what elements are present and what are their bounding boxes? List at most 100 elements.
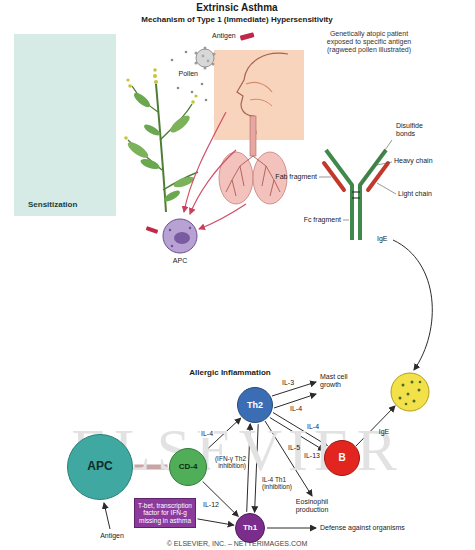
part-label: Light chain <box>398 190 432 198</box>
pollen-particles <box>191 91 194 94</box>
ragweed-plant <box>124 136 128 140</box>
pollen-particles <box>185 51 188 54</box>
apc-circle: APC <box>67 434 133 500</box>
cell-label: APC <box>173 257 187 265</box>
cd4-circle: CD-4 <box>169 448 207 486</box>
ige-antibody <box>326 150 352 240</box>
cytokine-label: IL-4 Th1 (inhibition) <box>261 476 298 491</box>
ragweed-plant <box>132 91 152 110</box>
copyright-note: © ELSEVIER, INC. – NETTERIMAGES.COM <box>167 540 308 548</box>
lungs <box>250 116 256 156</box>
lungs <box>219 116 287 204</box>
ige-antibody <box>368 163 388 190</box>
node-text: Th2 <box>247 400 263 410</box>
sensitization-band <box>14 34 116 216</box>
exposure-arrows <box>199 204 246 229</box>
section-heading: Allergic Inflammation <box>189 368 270 377</box>
part-label: Pollen <box>179 70 198 78</box>
ige-antibody <box>324 150 388 240</box>
mast-cell <box>405 403 408 406</box>
mast-cell <box>391 373 429 411</box>
pollen-grain <box>202 55 205 58</box>
mast-cell <box>419 381 422 384</box>
cytokine-label: IL-5 <box>288 444 300 452</box>
ige-antibody <box>352 192 360 198</box>
effect-label: Mast cell growth <box>320 373 362 389</box>
ragweed-plant <box>126 139 151 160</box>
leader-lines <box>319 177 331 178</box>
ige-antibody <box>324 163 344 190</box>
cytokine-label: (IFN-γ Th2 inhibition) <box>210 455 247 470</box>
part-label: Fc fragment <box>304 216 341 224</box>
subtitle: Mechanism of Type 1 (Immediate) Hypersen… <box>141 15 332 24</box>
cytokine-label: IL-3 <box>282 379 294 387</box>
ragweed-plant <box>153 74 157 78</box>
apc-cell <box>171 245 173 247</box>
part-label: Fab fragment <box>275 173 317 181</box>
pollen-grain <box>204 67 207 70</box>
pollen-particles <box>201 83 204 86</box>
cytokine-label: IL-13 <box>303 452 321 460</box>
connector-arrow <box>198 519 234 525</box>
connector-arrow <box>203 481 239 516</box>
pollen-particles <box>205 99 208 102</box>
effect-label: Eosinophil production <box>287 498 337 514</box>
face-panel <box>246 82 272 92</box>
part-label: Disulfide bonds <box>396 122 438 138</box>
exposure-arrows <box>190 150 236 214</box>
ige-antibody <box>360 150 386 240</box>
face-panel <box>214 50 304 140</box>
mast-cell <box>399 397 402 400</box>
apc-cell <box>174 232 190 244</box>
leader-lines <box>343 220 349 221</box>
leader-lines <box>319 140 396 220</box>
face-panel <box>237 53 288 134</box>
leader-lines <box>377 183 396 194</box>
b-cell-circle: B <box>324 440 360 476</box>
face-panel <box>214 50 304 140</box>
pollen-particles <box>177 87 180 90</box>
patient-note: Genetically atopic patient exposed to sp… <box>318 30 420 54</box>
pollen-grain <box>207 60 210 63</box>
mast-cell <box>402 384 405 387</box>
ragweed-plant <box>191 100 195 104</box>
pollen-grain <box>196 49 214 67</box>
ragweed-plant <box>154 80 158 84</box>
part-label: IgE <box>377 235 388 243</box>
ragweed-plant <box>194 94 197 97</box>
transcription-factor-box: T-bet, transcription factor for IFN-g mi… <box>134 498 196 528</box>
th2-circle: Th2 <box>237 387 273 423</box>
pollen-grain <box>195 62 198 65</box>
face-panel <box>250 99 272 106</box>
ragweed-plant <box>128 84 132 88</box>
cytokine-label: IL-4 <box>290 405 302 413</box>
effect-label: Defense against organisms <box>320 524 405 532</box>
node-text: Th1 <box>243 523 257 532</box>
antigen-marks <box>146 32 255 234</box>
antigen-marks <box>240 32 255 40</box>
ragweed-plant <box>156 84 166 212</box>
cytokine-label: IL-12 <box>202 501 220 509</box>
part-label: Heavy chain <box>394 157 433 165</box>
pollen-grain <box>213 53 216 56</box>
pollen-grain <box>195 52 198 55</box>
mast-cell <box>411 381 414 384</box>
ragweed-plant <box>168 113 192 135</box>
sensitization-band <box>14 34 116 216</box>
mast-cell <box>418 389 421 392</box>
apc-cell <box>169 229 171 231</box>
exposure-arrows <box>184 112 226 212</box>
apc-cell <box>189 227 191 229</box>
node-text: B <box>338 452 345 464</box>
lungs <box>226 156 280 196</box>
pollen-grain <box>195 47 216 70</box>
apc-cell <box>163 219 197 253</box>
pathway-arrows <box>104 503 110 529</box>
exposure-arrows <box>184 112 246 229</box>
ragweed-plant <box>128 86 198 190</box>
ige-to-mast-cell-arrow <box>393 240 432 370</box>
cytokine-label: IL-4 <box>200 430 214 438</box>
ragweed-plant <box>142 122 161 137</box>
ragweed-plant <box>126 78 129 81</box>
